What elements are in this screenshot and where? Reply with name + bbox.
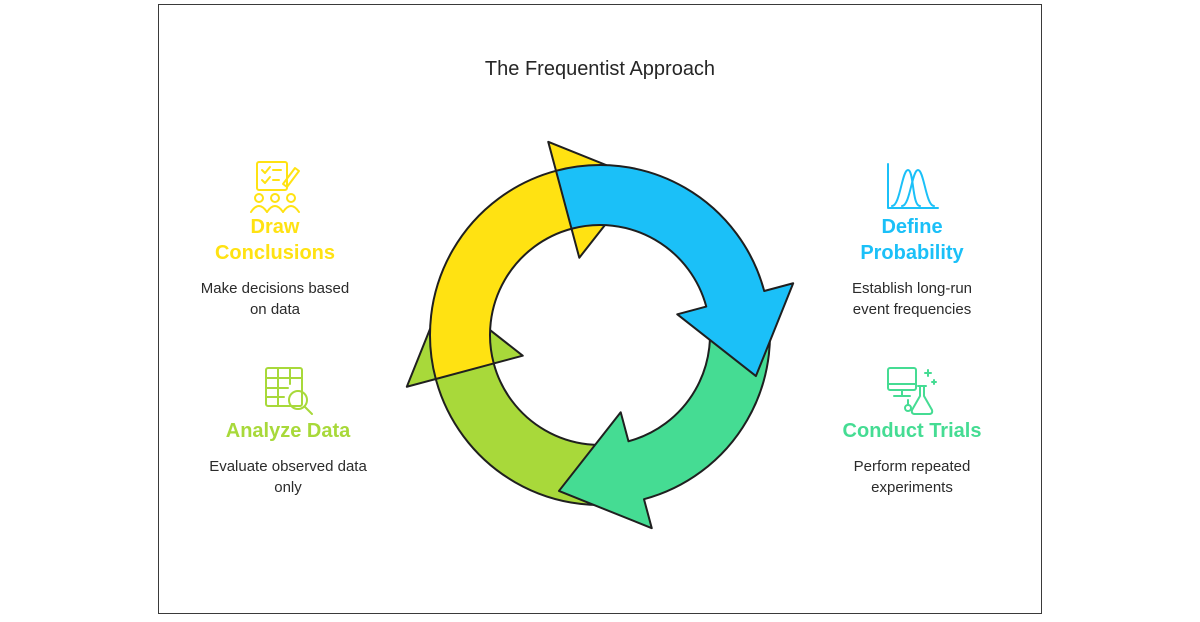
step-heading: Draw Conclusions [214, 216, 335, 264]
step-description: Make decisions based on data [200, 280, 350, 318]
diagram-title: The Frequentist Approach [484, 58, 716, 80]
step-heading: Conduct Trials [842, 420, 982, 442]
arrow-define-probability [555, 164, 795, 378]
step-conduct-trials: Conduct Trials Perform repeated experime… [832, 364, 992, 498]
step-analyze-data: Analyze Data Evaluate observed data only [208, 364, 368, 498]
diagram-frame [158, 4, 1042, 614]
step-description: Evaluate observed data only [209, 458, 367, 496]
step-description: Establish long-run event frequencies [851, 280, 973, 318]
step-description: Perform repeated experiments [853, 458, 971, 496]
step-heading: Define Probability [860, 216, 964, 264]
step-define-probability: Define Probability Establish long-run ev… [832, 160, 992, 320]
table-magnifier-icon [265, 367, 313, 415]
step-heading: Analyze Data [225, 420, 351, 442]
cycle-diagram [405, 140, 795, 530]
checklist-people-icon [250, 161, 300, 213]
step-draw-conclusions: Draw Conclusions Make decisions based on… [195, 160, 355, 320]
arrow-conduct-trials [557, 290, 771, 530]
computer-flask-icon [887, 367, 937, 415]
distribution-curve-icon [887, 163, 939, 209]
